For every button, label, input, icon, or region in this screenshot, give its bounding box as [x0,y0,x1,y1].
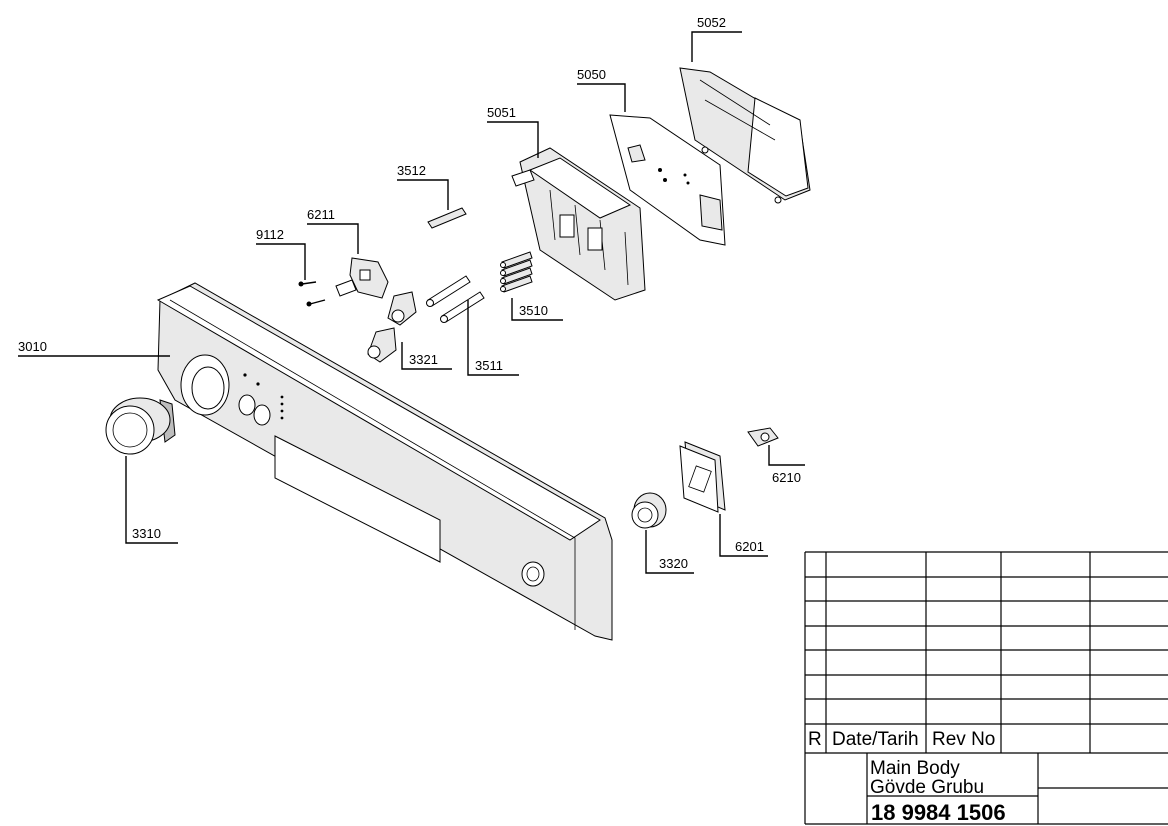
label-3310: 3310 [132,526,161,541]
label-3511: 3511 [475,358,503,373]
frame-5051 [511,147,646,301]
label-3512: 3512 [397,163,426,178]
connector-6210 [747,427,779,447]
date-column-header: Date/Tarih [832,729,919,750]
rev-column-header: R [808,729,822,750]
drawing-part-number: 18 9984 1506 [871,800,1006,825]
label-9112: 9112 [256,227,284,242]
control-panel-3010 [156,282,613,641]
pcb-5050 [609,114,726,246]
label-5051: 5051 [487,105,516,120]
knob-3310 [105,397,176,455]
leader-lines [18,31,805,574]
light-pipes-3511 [426,275,485,323]
bracket-3321 [367,291,417,363]
label-5050: 5050 [577,67,606,82]
switch-housing-6201 [679,441,726,513]
label-3320: 3320 [659,556,688,571]
label-6211: 6211 [307,207,335,222]
drawing-title-line2: Gövde Grubu [870,777,984,798]
cover-5052 [679,67,811,204]
label-6210: 6210 [772,470,801,485]
light-guide-3512 [427,207,467,229]
screws-9112 [298,281,326,307]
label-3510: 3510 [519,303,548,318]
knob-3320 [631,492,667,529]
label-5052: 5052 [697,15,726,30]
part-labels: 5052 5050 5051 3512 6211 9112 3010 3510 … [18,15,801,571]
light-pipes-3510 [500,251,533,293]
drawing-title-line1: Main Body [870,758,960,779]
title-block: R Date/Tarih Rev No Main Body Gövde Grub… [804,551,1168,825]
switch-6211 [335,257,389,299]
label-6201: 6201 [735,539,764,554]
revno-column-header: Rev No [932,729,995,750]
label-3010: 3010 [18,339,47,354]
label-3321: 3321 [409,352,438,367]
